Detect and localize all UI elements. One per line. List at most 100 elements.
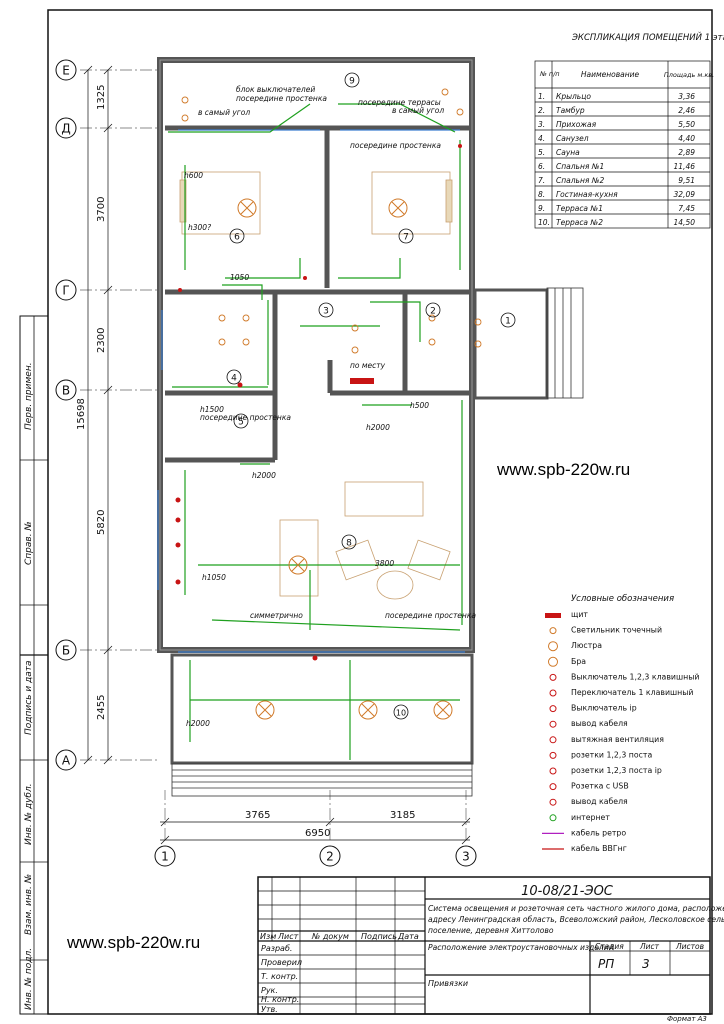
tb-stage-h: Стадия	[595, 942, 624, 951]
chandeliers	[237, 198, 453, 720]
label-on-site: по месту	[350, 361, 386, 370]
legend-symbol	[549, 689, 557, 697]
room-1: 1	[505, 317, 511, 327]
explication-head-name: Наименование	[581, 70, 640, 79]
room-2: 2	[430, 307, 436, 317]
axis-row-V: В	[62, 384, 70, 398]
legend-item: Выключатель ip	[571, 704, 637, 713]
horizontal-dimensions	[160, 817, 471, 845]
axis-col-1: 1	[161, 850, 169, 864]
explication-no: 9.	[538, 204, 545, 213]
legend-item: кабель ретро	[571, 828, 626, 837]
label-h2000b: h2000	[252, 471, 276, 480]
tb-h-list: Лист	[277, 932, 299, 941]
room-9: 9	[349, 77, 355, 87]
legend-symbol	[549, 814, 557, 822]
explication-table	[534, 60, 711, 229]
dim-6950: 6950	[305, 828, 330, 839]
tb-lists-h: Листов	[675, 942, 704, 951]
axis-col-2: 2	[326, 850, 334, 864]
explication-name: Тамбур	[556, 106, 585, 115]
legend-item: вывод кабеля	[571, 797, 628, 806]
tb-stage: РП	[598, 957, 614, 971]
legend-symbol	[549, 720, 557, 728]
explication-name: Терраса №1	[556, 204, 603, 213]
explication-no: 7.	[538, 176, 545, 185]
legend-item: вывод кабеля	[571, 719, 628, 728]
side-stamp: Перв. примен. Справ. № Подпись и дата Ин…	[19, 315, 49, 1015]
tb-role-2: Т. контр.	[261, 972, 298, 981]
stamp-sprav: Справ. №	[24, 521, 34, 565]
legend-item: розетки 1,2,3 поста ip	[571, 766, 662, 775]
room-4: 4	[231, 374, 237, 384]
tb-role-4: Н. контр.	[261, 995, 299, 1004]
explication-head-no: № п/п	[539, 70, 560, 78]
axis-lines	[80, 69, 467, 840]
explication-no: 5.	[538, 148, 545, 157]
legend-symbol	[549, 783, 557, 791]
legend-item: розетки 1,2,3 поста	[571, 750, 652, 759]
tb-h-doc: № докум	[311, 932, 349, 941]
legend-item: кабель ВВГнг	[571, 844, 627, 853]
spot-lights	[181, 88, 482, 354]
stamp-sign1: Подпись и дата	[24, 660, 34, 735]
legend-symbol	[548, 656, 558, 667]
dim-3765: 3765	[245, 810, 270, 821]
legend-item: интернет	[571, 813, 610, 822]
label-h1500: h1500	[200, 405, 224, 414]
explication-name: Спальня №1	[556, 162, 604, 171]
axis-row-B: Б	[62, 644, 70, 658]
stamp-perv: Перв. примен.	[24, 362, 34, 430]
room-5: 5	[238, 418, 244, 428]
legend-symbol	[549, 751, 557, 759]
explication-area: 3,36	[678, 92, 695, 101]
axis-row-A: А	[62, 754, 71, 768]
tb-format: Формат А3	[667, 1015, 707, 1023]
explication-area: 32,09	[674, 190, 696, 199]
tb-desc-1: Система освещения и розеточная сеть част…	[428, 904, 724, 913]
dim-1325: 1325	[96, 85, 107, 110]
legend-symbol	[549, 767, 557, 775]
legend-symbol	[548, 641, 558, 652]
watermark-top: www.spb-220w.ru	[496, 460, 630, 479]
legend-item: вытяжная вентиляция	[571, 735, 664, 744]
explication-no: 4.	[538, 134, 545, 143]
title-block	[257, 876, 711, 1015]
legend-item: Розетка с USB	[571, 782, 629, 791]
legend-item: Светильник точечный	[571, 626, 662, 635]
tb-list-h: Лист	[639, 942, 660, 951]
explication-name: Гостиная-кухня	[556, 190, 618, 199]
legend-item: Переключатель 1 клавишный	[571, 688, 693, 697]
explication-area: 2,89	[678, 148, 695, 157]
axis-row-E: Е	[62, 64, 70, 78]
legend-item: щит	[571, 610, 588, 619]
room-8: 8	[346, 539, 352, 549]
label-wall-mid2: посередине простенка	[385, 611, 476, 620]
label-h2000a: h2000	[366, 423, 390, 432]
legend-title: Условные обозначения	[571, 594, 674, 604]
label-block2: посередине простенка	[236, 94, 327, 103]
explication-no: 10.	[538, 218, 550, 227]
sheet-frame	[47, 9, 713, 1015]
stamp-inv-dubl: Инв. № дубл.	[24, 783, 34, 845]
stamp-vzam: Взам. инв. №	[24, 874, 34, 935]
explication-area: 14,50	[674, 218, 696, 227]
explication-area: 5,50	[678, 120, 695, 129]
explication-name: Санузел	[556, 134, 589, 143]
dim-3700: 3700	[96, 197, 107, 222]
explication-name: Спальня №2	[556, 176, 605, 185]
explication-area: 7,45	[678, 204, 695, 213]
label-corner1: в самый угол	[198, 108, 250, 117]
explication-no: 3.	[538, 120, 545, 129]
room-10: 10	[396, 709, 406, 718]
label-h1500b: посередине простенка	[200, 413, 291, 422]
label-wall-mid: посередине простенка	[350, 141, 441, 150]
label-3800: 3800	[375, 559, 394, 568]
explication-no: 6.	[538, 162, 545, 171]
explication-name: Терраса №2	[556, 218, 603, 227]
legend-item: Люстра	[571, 641, 602, 650]
explication-no: 2.	[538, 106, 545, 115]
tb-role-1: Проверил	[261, 958, 302, 967]
label-h500: h500	[410, 401, 429, 410]
